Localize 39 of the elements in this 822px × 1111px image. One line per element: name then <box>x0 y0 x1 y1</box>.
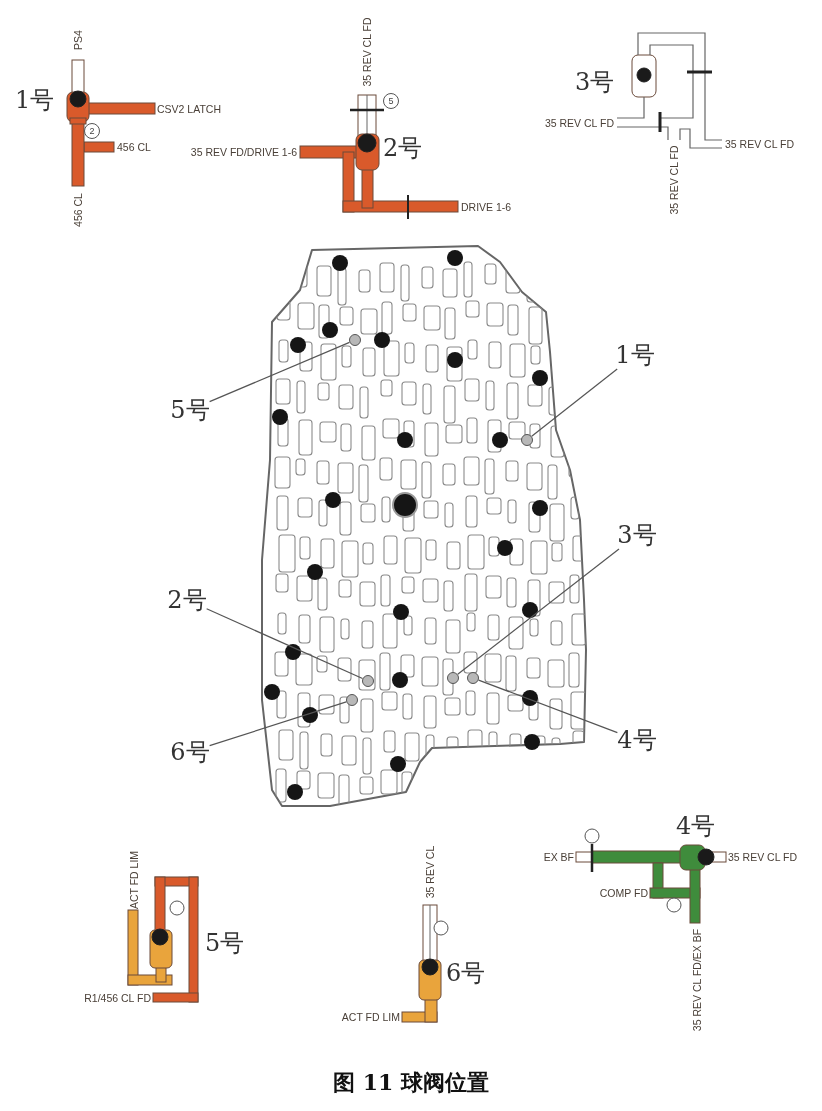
valve-number-label: 2号 <box>383 134 423 162</box>
port-label: 35 REV CL FD <box>361 17 373 87</box>
leader-line <box>206 608 364 680</box>
callout-number: 2 <box>84 123 100 139</box>
port-label: R1/456 CL FD <box>84 992 151 1004</box>
port-label: CSV2 LATCH <box>157 103 221 115</box>
port-label: 35 REV CL FD/EX BF <box>691 928 703 1032</box>
port-label: ACT FD LIM <box>341 1011 400 1023</box>
valve-number-label: 3号 <box>575 68 615 96</box>
valve-number-label: 3号 <box>617 521 657 549</box>
port-label: 35 REV CL FD <box>668 145 680 215</box>
port-label: 35 REV FD/DRIVE 1-6 <box>190 146 297 158</box>
port-label: EX BF <box>543 851 574 863</box>
valve-number-label: 1号 <box>15 86 55 114</box>
port-label: DRIVE 1-6 <box>461 201 512 213</box>
valve-number-label: 6号 <box>170 738 210 766</box>
valve-number-label: 5号 <box>170 396 210 424</box>
leader-line <box>457 548 620 675</box>
valve-number-label: 6号 <box>446 959 486 987</box>
leader-line <box>209 341 351 403</box>
port-label: 456 CL <box>72 193 84 227</box>
valve-number-label: 1号 <box>615 341 655 369</box>
callout-number: 5 <box>383 93 399 109</box>
leader-line <box>531 368 618 437</box>
port-label: COMP FD <box>599 887 648 899</box>
port-label: 35 REV CL FD <box>725 138 795 150</box>
port-label: 35 REV CL FD <box>544 117 614 129</box>
leader-line <box>478 679 618 734</box>
figure-caption: 图 11 球阀位置 <box>333 1068 489 1097</box>
port-label: 35 REV CL <box>424 845 436 899</box>
port-label: 456 CL <box>117 141 151 153</box>
leader-line <box>209 701 347 747</box>
port-label: ACT FD LIM <box>128 850 140 910</box>
valve-number-label: 2号 <box>167 586 207 614</box>
port-label: 35 REV CL FD <box>728 851 798 863</box>
valve-number-label: 4号 <box>676 812 716 840</box>
port-label: PS4 <box>72 30 84 50</box>
valve-number-label: 4号 <box>617 726 657 754</box>
valve-number-label: 5号 <box>205 929 245 957</box>
